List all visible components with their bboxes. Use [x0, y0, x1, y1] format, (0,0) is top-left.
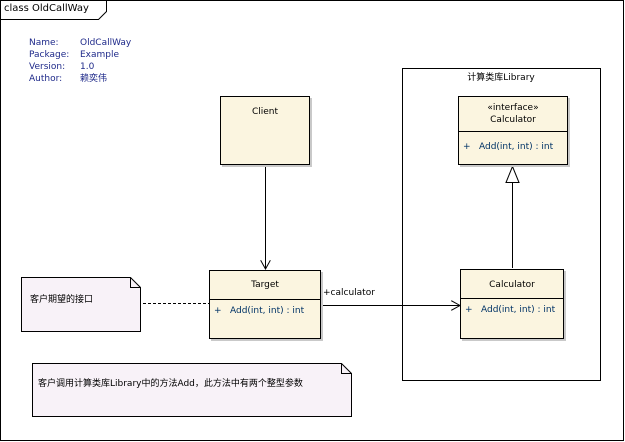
target-operation-visibility: +: [214, 306, 222, 316]
calculator-class[interactable]: Calculator + Add(int, int) : int: [460, 269, 564, 339]
realization-triangle: [505, 165, 520, 183]
meta-author-value: 赖奕伟: [80, 74, 108, 84]
meta-version-key: Version:: [29, 62, 66, 72]
association-role-label: +calculator: [323, 288, 375, 298]
client-class[interactable]: Client: [220, 96, 310, 165]
library-package-title: 计算类库Library: [467, 73, 535, 83]
meta-version-value: 1.0: [80, 62, 95, 72]
meta-author-key: Author:: [29, 74, 63, 84]
interface-class-divider: [459, 131, 567, 132]
note-description-text: 客户调用计算类库Library中的方法Add，此方法中有两个整型参数: [38, 379, 303, 389]
interface-operation: + Add(int, int) : int: [463, 142, 553, 152]
calculator-operation-signature: Add(int, int) : int: [481, 305, 556, 315]
calculator-operation-visibility: +: [465, 305, 473, 315]
interface-calculator-class[interactable]: «interface» Calculator + Add(int, int) : …: [458, 96, 568, 165]
calculator-class-divider: [461, 298, 563, 299]
target-operation: + Add(int, int) : int: [214, 306, 304, 316]
interface-calculator-name: Calculator: [490, 115, 536, 125]
target-class[interactable]: Target + Add(int, int) : int: [209, 270, 321, 339]
note-client-interface-shape: [21, 277, 141, 332]
meta-package-value: Example: [80, 50, 120, 60]
meta-package-key: Package:: [29, 50, 70, 60]
interface-operation-visibility: +: [463, 142, 471, 152]
frame-tab: [0, 0, 107, 20]
target-operation-signature: Add(int, int) : int: [230, 306, 305, 316]
interface-stereotype: «interface»: [487, 103, 539, 113]
target-class-name: Target: [251, 280, 279, 290]
note-description-shape: [32, 363, 352, 417]
target-class-divider: [210, 299, 320, 300]
client-class-name: Client: [251, 107, 279, 117]
interface-operation-signature: Add(int, int) : int: [479, 142, 554, 152]
meta-name-value: OldCallWay: [80, 38, 132, 48]
frame-label: class OldCallWay: [4, 3, 89, 14]
calculator-class-name: Calculator: [489, 280, 535, 290]
meta-name-key: Name:: [29, 38, 59, 48]
library-package-border: [402, 68, 601, 381]
calculator-operation: + Add(int, int) : int: [465, 305, 555, 315]
note-client-interface-text: 客户期望的接口: [30, 295, 94, 305]
